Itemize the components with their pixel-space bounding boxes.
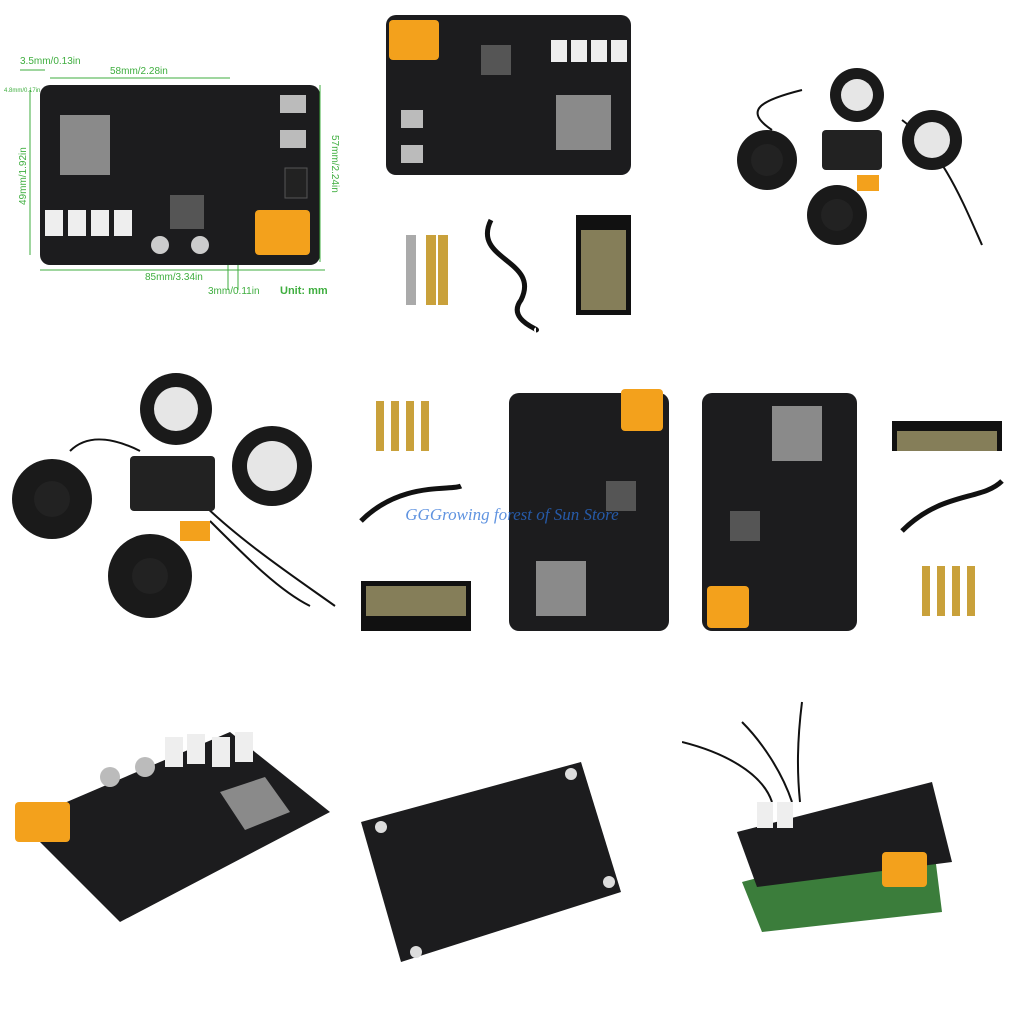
dimension-diagram: 3.5mm/0.13in 58mm/2.28in 4.8mm/0.17in 49…	[4, 56, 340, 297]
standoff-screws	[922, 566, 975, 616]
esp32-module	[772, 406, 822, 461]
pin-header-pins	[581, 230, 626, 310]
dimension-label: 4.8mm/0.17in	[4, 88, 40, 94]
xt60-connector	[255, 210, 310, 255]
usb-cable	[359, 483, 463, 523]
chip	[730, 511, 760, 541]
servo-headers	[165, 732, 253, 767]
dimension-label: 3.5mm/0.13in	[20, 56, 81, 67]
xt60-connector	[621, 389, 663, 431]
pin-header-pins	[897, 431, 997, 451]
servo-headers	[551, 40, 627, 62]
robot-chassis-angle	[12, 373, 336, 618]
servo-header	[91, 210, 109, 236]
standoff-screws	[376, 401, 429, 451]
mount-hole	[375, 821, 387, 833]
pcb-board	[130, 456, 215, 511]
xt60-connector	[389, 20, 439, 60]
board-front-back	[359, 389, 669, 631]
mount-hole	[603, 876, 615, 888]
board-underside	[361, 762, 621, 962]
pin-header-pins	[366, 586, 466, 616]
esp32-module	[556, 95, 611, 150]
dimension-label: 57mm/2.24in	[329, 135, 340, 193]
chip	[606, 481, 636, 511]
dimension-label: 49mm/1.92in	[18, 147, 29, 205]
board-back-accessories-cell	[682, 341, 1023, 682]
cables	[69, 438, 336, 607]
dimension-lines	[20, 69, 325, 290]
mount-hole	[565, 768, 577, 780]
usb-c-port	[280, 95, 306, 113]
servo-header	[45, 210, 63, 236]
pcb-underside	[361, 762, 621, 962]
capacitor	[191, 236, 209, 254]
package-contents-cell	[341, 0, 682, 341]
pcb-board	[822, 130, 882, 170]
board-perspective	[15, 732, 330, 922]
dimension-diagram-cell: 3.5mm/0.13in 58mm/2.28in 4.8mm/0.17in 49…	[0, 0, 341, 341]
board-back-accessories	[702, 393, 1004, 631]
robot-chassis-cell	[682, 0, 1023, 341]
usb-c-port	[401, 145, 423, 163]
capacitor	[135, 757, 155, 777]
mounted-on-pi	[682, 701, 952, 932]
package-contents	[386, 15, 631, 333]
esp32-module	[536, 561, 586, 616]
xt60-connector	[180, 521, 210, 541]
servo-header	[68, 210, 86, 236]
board-perspective-cell	[0, 682, 341, 1023]
xt60-connector	[707, 586, 749, 628]
dimension-label: 58mm/2.28in	[110, 66, 168, 77]
mount-hole	[410, 946, 422, 958]
unit-label: Unit: mm	[280, 285, 328, 297]
robot-chassis-cell	[0, 341, 341, 682]
servo-header	[114, 210, 132, 236]
usb-cable	[485, 218, 539, 333]
dc-jack	[284, 167, 308, 199]
esp32-module	[220, 777, 290, 830]
chip	[170, 195, 204, 229]
servo-headers	[757, 802, 793, 828]
usb-c-port	[280, 130, 306, 148]
dimension-label: 3mm/0.11in	[208, 286, 260, 297]
robot-chassis-top	[737, 68, 983, 246]
mounted-on-pi-cell	[682, 682, 1023, 1023]
board-underside-cell	[341, 682, 682, 1023]
standoff-screws	[406, 235, 448, 305]
chip	[481, 45, 511, 75]
board-front-back-cell	[341, 341, 682, 682]
usb-c-port	[401, 110, 423, 128]
usb-cable	[900, 479, 1004, 533]
dimension-label: 85mm/3.34in	[145, 272, 203, 283]
servo-cables	[682, 701, 803, 803]
pcb-board	[20, 732, 330, 922]
xt60-connector	[857, 175, 879, 191]
xt60-connector	[882, 852, 927, 887]
capacitor	[151, 236, 169, 254]
capacitor	[100, 767, 120, 787]
esp32-module	[60, 115, 110, 175]
xt60-connector	[15, 802, 70, 842]
